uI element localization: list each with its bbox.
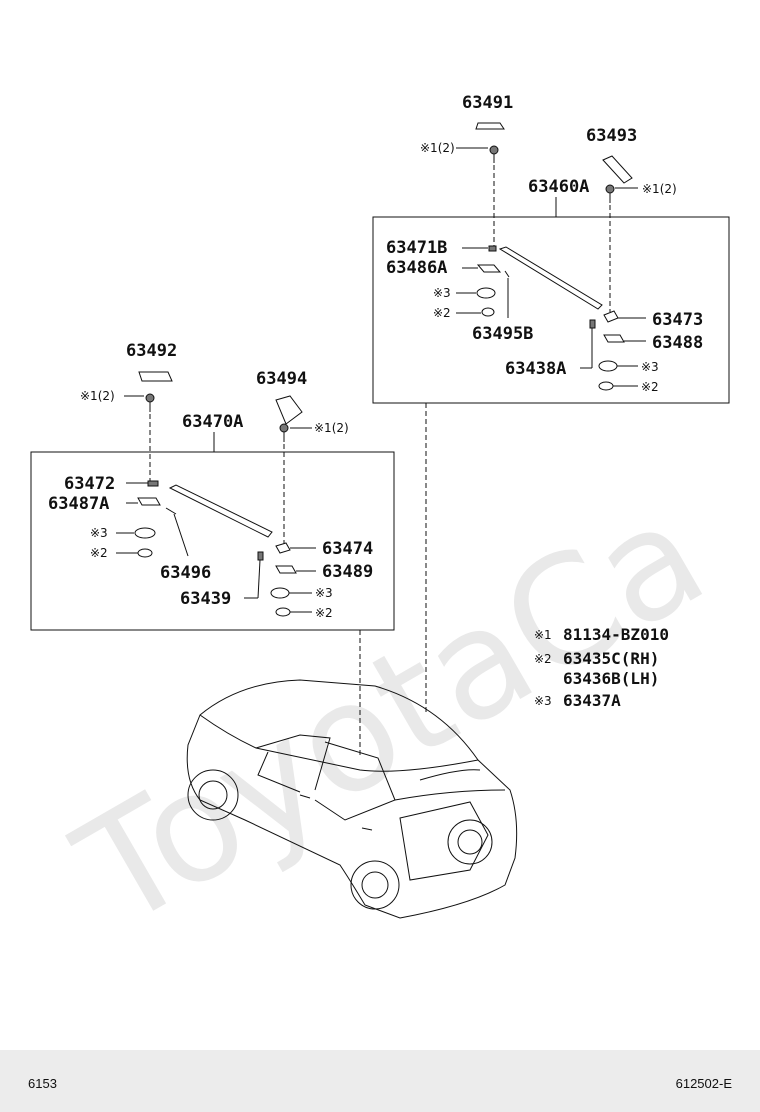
legend-value: 63436B(LH)	[563, 669, 659, 688]
part-label: 63493	[586, 126, 637, 146]
part-label: 63489	[322, 562, 373, 582]
ref-mark: ※1(2)	[314, 421, 349, 435]
page-code-right: 612502-E	[675, 1076, 732, 1091]
part-label: 63488	[652, 333, 703, 353]
watermark: ToyotaCa	[50, 468, 732, 962]
ref-mark: ※2	[315, 606, 333, 620]
bolt-icon	[605, 184, 615, 203]
cap-63494-shape	[275, 395, 303, 425]
roof-rail-left	[168, 484, 273, 538]
bolt-icon	[145, 393, 155, 412]
part-label: 63473	[652, 310, 703, 330]
part-label: 63487A	[48, 494, 109, 514]
ref-mark: ※3	[433, 286, 451, 300]
footer-bar: 6153 612502-E	[0, 1050, 760, 1112]
legend-value: 63435C(RH)	[563, 649, 659, 668]
vehicle-illustration	[186, 679, 518, 919]
legend-mark: ※3	[534, 694, 552, 708]
legend: ※1 81134-BZ010 ※2 63435C(RH) 63436B(LH) …	[534, 625, 669, 710]
ref-mark: ※1(2)	[642, 182, 677, 196]
part-label: 63471B	[386, 238, 447, 258]
part-label: 63491	[462, 93, 513, 113]
left-assembly-box	[30, 451, 395, 631]
part-label: 63486A	[386, 258, 447, 278]
parts-diagram: ToyotaCa	[30, 93, 732, 962]
ref-mark: ※2	[433, 306, 451, 320]
bolt-icon	[279, 423, 289, 442]
bolt-icon	[489, 145, 499, 163]
cap-63491-shape	[475, 122, 505, 130]
part-label: 63494	[256, 369, 307, 389]
legend-value: 63437A	[563, 691, 621, 710]
ref-mark: ※2	[641, 380, 659, 394]
cap-63492-shape	[138, 371, 173, 382]
part-label: 63470A	[182, 412, 243, 432]
legend-mark: ※2	[534, 652, 552, 666]
page-code-left: 6153	[28, 1076, 57, 1091]
part-label: 63474	[322, 539, 373, 559]
ref-mark: ※3	[315, 586, 333, 600]
right-rail-assembly	[372, 122, 730, 715]
right-assembly-box	[372, 216, 730, 404]
ref-mark: ※3	[641, 360, 659, 374]
part-label: 63472	[64, 474, 115, 494]
part-label: 63492	[126, 341, 177, 361]
legend-value: 81134-BZ010	[563, 625, 669, 644]
part-label: 63439	[180, 589, 231, 609]
left-rail-assembly	[30, 371, 395, 755]
ref-mark: ※1(2)	[80, 389, 115, 403]
part-label: 63495B	[472, 324, 533, 344]
legend-mark: ※1	[534, 628, 552, 642]
part-label: 63438A	[505, 359, 566, 379]
cap-63493-shape	[602, 155, 633, 184]
ref-mark: ※1(2)	[420, 141, 455, 155]
part-label: 63496	[160, 563, 211, 583]
roof-rail-right	[498, 246, 603, 310]
ref-mark: ※3	[90, 526, 108, 540]
ref-mark: ※2	[90, 546, 108, 560]
part-label: 63460A	[528, 177, 589, 197]
